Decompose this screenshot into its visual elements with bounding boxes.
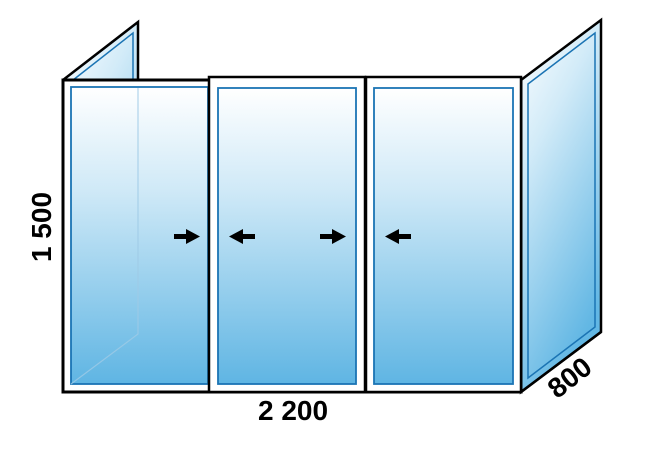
width-dimension-label: 2 200 <box>258 395 329 426</box>
arrow-right-icon <box>320 229 346 244</box>
right-side-panel <box>519 17 603 395</box>
depth-edge <box>520 331 602 393</box>
height-dimension-label: 1 500 <box>26 191 57 263</box>
arrow-right-icon <box>174 229 200 244</box>
sliding-arrows <box>174 229 411 244</box>
side-glass-edge <box>70 88 139 385</box>
arrow-left-icon <box>229 229 255 244</box>
arrow-left-icon <box>385 229 411 244</box>
